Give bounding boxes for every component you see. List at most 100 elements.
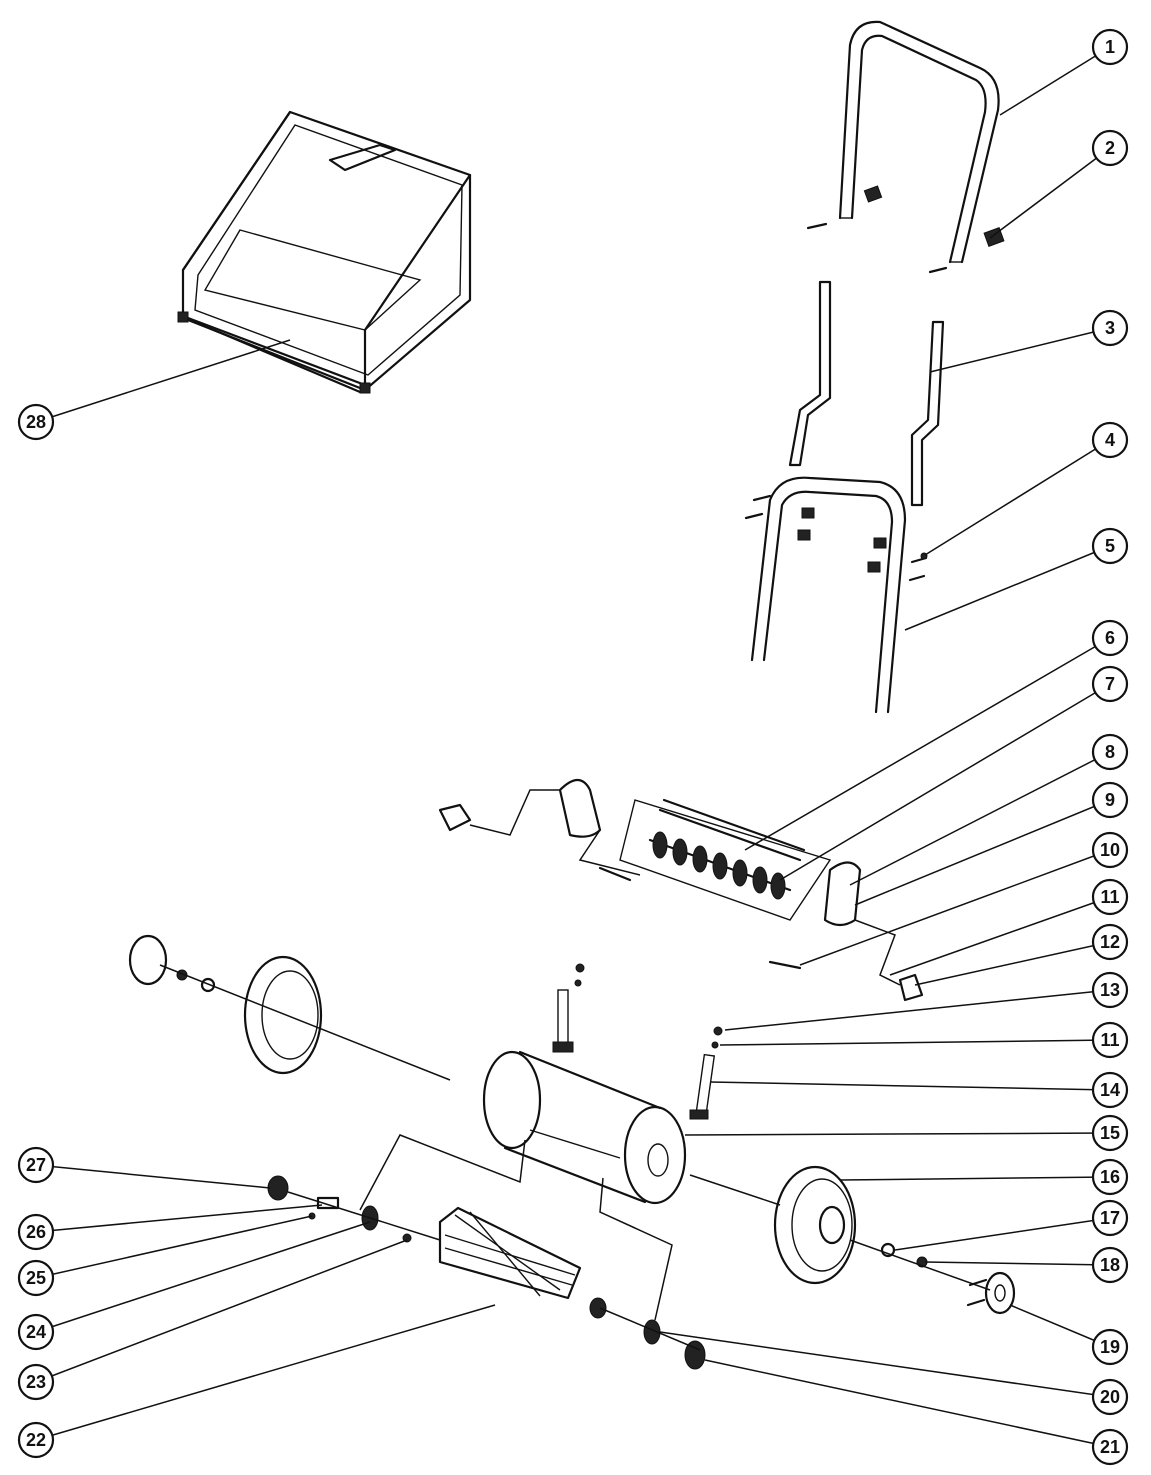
- callout-leader-lines: [35, 46, 1111, 1448]
- callout-circle: [1091, 28, 1129, 66]
- callout-24: 24: [17, 1313, 55, 1351]
- callout-balloons: 1234567891011121311141516171819202122232…: [17, 28, 1129, 1466]
- callout-10: 10: [1091, 831, 1129, 869]
- callout-circle: [1091, 1428, 1129, 1466]
- callout-leader-18: [924, 1261, 1111, 1266]
- callout-number: 27: [26, 1155, 46, 1175]
- callout-number: 8: [1105, 742, 1115, 762]
- callout-number: 14: [1100, 1080, 1120, 1100]
- callout-leader-10: [799, 849, 1111, 966]
- part-side-gear-parts: [267, 1175, 441, 1243]
- callout-leader-16: [839, 1176, 1111, 1181]
- callout-circle: [1091, 665, 1129, 703]
- callout-number: 5: [1105, 536, 1115, 556]
- callout-leader-27: [35, 1164, 271, 1189]
- callout-leader-26: [35, 1204, 323, 1233]
- callout-leader-17: [894, 1217, 1111, 1251]
- callout-number: 18: [1100, 1255, 1120, 1275]
- callout-circle: [1091, 1199, 1129, 1237]
- callout-number: 24: [26, 1322, 46, 1342]
- callout-circle: [17, 1363, 55, 1401]
- callout-number: 1: [1105, 37, 1115, 57]
- callout-25: 25: [17, 1259, 55, 1297]
- callout-leader-7: [779, 683, 1111, 881]
- callout-12: 12: [1091, 923, 1129, 961]
- callout-28: 28: [17, 403, 55, 441]
- part-gear: [684, 1340, 706, 1370]
- callout-circle: [1091, 1246, 1129, 1284]
- callout-circle: [1091, 619, 1129, 657]
- part-grass-catcher: [177, 110, 472, 394]
- callout-number: 15: [1100, 1123, 1120, 1143]
- callout-leader-8: [849, 751, 1111, 886]
- callout-circle: [17, 1146, 55, 1184]
- callout-7: 7: [1091, 665, 1129, 703]
- callout-leader-24: [35, 1221, 371, 1333]
- callout-circle: [1091, 1114, 1129, 1152]
- callout-number: 11: [1100, 1030, 1119, 1050]
- callout-16: 16: [1091, 1158, 1129, 1196]
- callout-leader-21: [704, 1359, 1111, 1448]
- callout-leader-14: [709, 1081, 1111, 1091]
- callout-circle: [1091, 1328, 1129, 1366]
- callout-9: 9: [1091, 781, 1129, 819]
- callout-number: 6: [1105, 628, 1115, 648]
- callout-2: 2: [1091, 129, 1129, 167]
- callout-number: 19: [1100, 1337, 1120, 1357]
- callout-number: 28: [26, 412, 46, 432]
- callout-number: 25: [26, 1268, 46, 1288]
- callout-leader-20: [659, 1331, 1111, 1398]
- callout-number: 3: [1105, 318, 1115, 338]
- callout-circle: [1091, 1158, 1129, 1196]
- part-bolts: [552, 963, 723, 1120]
- callout-23: 23: [17, 1363, 55, 1401]
- callout-circle: [1091, 1071, 1129, 1109]
- callout-21: 21: [1091, 1428, 1129, 1466]
- callout-8: 8: [1091, 733, 1129, 771]
- part-middle-handle-tubes: [788, 280, 945, 507]
- callout-13: 13: [1091, 971, 1129, 1009]
- callout-circle: [1091, 923, 1129, 961]
- callout-number: 10: [1100, 840, 1120, 860]
- callout-18: 18: [1091, 1246, 1129, 1284]
- callout-leader-13: [724, 989, 1111, 1031]
- callout-number: 26: [26, 1222, 46, 1242]
- callout-number: 2: [1105, 138, 1115, 158]
- callout-number: 12: [1100, 932, 1120, 952]
- callout-leader-28: [35, 339, 291, 423]
- part-reel-blade: [438, 1206, 661, 1345]
- callout-leader-22: [35, 1304, 496, 1441]
- callout-leader-3: [929, 327, 1111, 373]
- callout-number: 20: [1100, 1387, 1120, 1407]
- part-right-wheel: [689, 1165, 857, 1285]
- callout-4: 4: [1091, 421, 1129, 459]
- callout-circle: [17, 1313, 55, 1351]
- part-upper-handle: [806, 20, 1005, 274]
- callout-leader-23: [35, 1239, 408, 1383]
- callout-number: 9: [1105, 790, 1115, 810]
- part-lower-handle: [744, 476, 928, 714]
- callout-number: 21: [1100, 1437, 1120, 1457]
- callout-circle: [1091, 878, 1129, 916]
- callout-14: 14: [1091, 1071, 1129, 1109]
- assembly-guide-lines: [359, 1134, 701, 1351]
- callout-leader-12: [914, 941, 1111, 986]
- callout-circle: [1091, 733, 1129, 771]
- callout-leader-1: [999, 46, 1111, 116]
- callout-leader-4: [924, 439, 1111, 556]
- part-roller-assembly: [438, 778, 924, 1002]
- callout-17: 17: [1091, 1199, 1129, 1237]
- callout-leader-25: [35, 1215, 313, 1279]
- callout-11: 11: [1091, 1021, 1129, 1059]
- callout-11: 11: [1091, 878, 1129, 916]
- callout-6: 6: [1091, 619, 1129, 657]
- callout-19: 19: [1091, 1328, 1129, 1366]
- roller-ridges: [652, 831, 786, 900]
- callout-number: 11: [1100, 887, 1119, 907]
- callout-leader-6: [744, 637, 1111, 851]
- callout-circle: [1091, 421, 1129, 459]
- callout-circle: [17, 1213, 55, 1251]
- callout-number: 17: [1100, 1208, 1120, 1228]
- callout-circle: [1091, 1021, 1129, 1059]
